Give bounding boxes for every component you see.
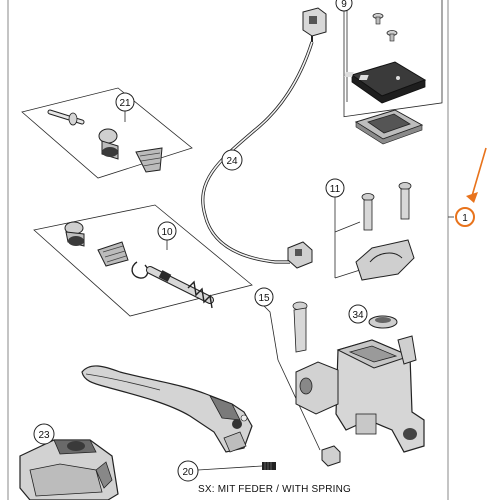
svg-text:34: 34 — [352, 310, 364, 321]
circlip — [131, 261, 149, 279]
svg-text:11: 11 — [330, 184, 341, 195]
callout-20: 20 — [177, 460, 199, 482]
clutch-lever — [81, 365, 253, 453]
switch-cable-24 — [201, 7, 327, 269]
bushing — [98, 128, 119, 160]
part-group-10-panel — [33, 204, 253, 317]
svg-text:21: 21 — [119, 98, 131, 109]
master-piston-spring — [146, 266, 214, 309]
svg-text:10: 10 — [161, 227, 173, 238]
part-group-9-panel — [343, 0, 443, 118]
part-group-21-panel — [21, 87, 193, 179]
clamp-bolt-2 — [398, 182, 412, 220]
svg-text:20: 20 — [182, 467, 194, 478]
screw-small-1 — [372, 13, 384, 25]
svg-text:23: 23 — [38, 430, 50, 441]
part-group-9 — [343, 0, 443, 145]
callout-34: 34 — [348, 304, 368, 324]
pivot-bolt-15 — [263, 301, 308, 361]
callout-20-leader — [197, 465, 263, 471]
lever-cover-23 — [19, 439, 119, 500]
part-group-21 — [21, 87, 193, 179]
callout-9: 9 — [335, 0, 353, 12]
cable-wire — [201, 41, 314, 264]
pivot-nut — [321, 445, 341, 467]
dust-boot — [97, 241, 129, 267]
cable-plug — [287, 241, 313, 269]
part-group-10 — [33, 204, 253, 317]
diagram-frame — [7, 0, 449, 500]
part-group-11 — [334, 182, 415, 281]
clamp-bolt-1 — [361, 193, 375, 231]
callout-21: 21 — [115, 92, 135, 112]
rubber-boot — [135, 147, 163, 173]
reservoir-cover — [343, 61, 427, 104]
diagram-caption: SX: MIT FEDER / WITH SPRING — [198, 484, 352, 495]
handlebar-clamp — [355, 239, 415, 281]
reservoir-diaphragm — [354, 109, 424, 145]
push-pin — [47, 109, 85, 126]
screw-small-2 — [386, 30, 398, 42]
svg-text:15: 15 — [258, 293, 270, 304]
callout-10: 10 — [157, 221, 177, 241]
highlight-arrow — [466, 147, 487, 203]
callout-23: 23 — [33, 423, 55, 445]
svg-text:1: 1 — [462, 213, 468, 224]
seal-bushing — [64, 221, 85, 247]
svg-text:9: 9 — [341, 0, 347, 10]
master-cylinder-body — [295, 335, 425, 453]
adjuster-grub-screw — [262, 462, 276, 470]
callout-11: 11 — [325, 178, 345, 198]
svg-text:24: 24 — [226, 156, 238, 167]
part-group-11-panel — [334, 195, 361, 279]
callout-15: 15 — [254, 287, 274, 307]
cap-ring-34 — [368, 315, 398, 329]
callout-24: 24 — [221, 149, 243, 171]
callout-1: 1 — [455, 207, 475, 227]
